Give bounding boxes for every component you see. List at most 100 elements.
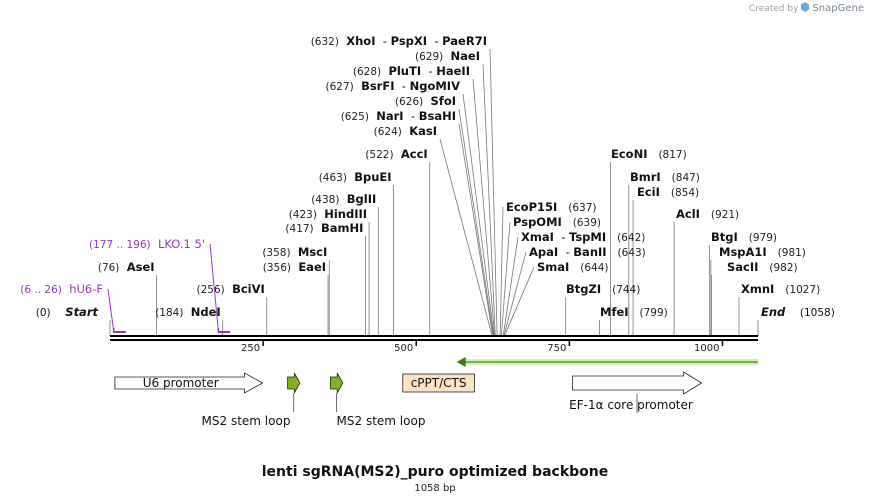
enzyme-name: PspOMI bbox=[513, 215, 562, 229]
site-gap bbox=[661, 170, 672, 184]
site-gap bbox=[774, 282, 785, 296]
enzyme-name: AclI bbox=[676, 207, 700, 221]
site-label: BtgI (979) bbox=[711, 230, 777, 244]
site-position: (1027) bbox=[785, 284, 820, 296]
site-gap bbox=[443, 49, 450, 63]
site-gap bbox=[660, 185, 671, 199]
site-position: (982) bbox=[769, 262, 797, 274]
enzyme-name: HaeII bbox=[436, 64, 470, 78]
site-position: (358) bbox=[262, 247, 290, 259]
site-position: (423) bbox=[289, 209, 317, 221]
site-line bbox=[500, 221, 511, 337]
tick-label: 250 bbox=[241, 343, 260, 354]
site-label: SacII (982) bbox=[727, 260, 798, 274]
enzyme-name: PluTI bbox=[388, 64, 421, 78]
enzyme-name: MspA1I bbox=[719, 245, 767, 259]
site-gap bbox=[183, 305, 190, 319]
primer-label: (177 .. 196) LKO.1 5' bbox=[89, 237, 205, 251]
site-label: (463) BpuEI bbox=[319, 170, 392, 184]
feature-arrow bbox=[114, 372, 264, 394]
site-position: (643) bbox=[618, 247, 646, 259]
start-name: Start bbox=[65, 305, 98, 319]
snapgene-logo-icon bbox=[800, 2, 810, 15]
site-line bbox=[458, 123, 494, 337]
enzyme-name: BciVI bbox=[232, 282, 265, 296]
site-label: (625) NarI - BsaHI bbox=[341, 109, 456, 123]
site-line bbox=[482, 63, 496, 337]
map-length: 1058 bp bbox=[414, 483, 455, 494]
site-label: AclI (921) bbox=[676, 207, 739, 221]
site-position: (637) bbox=[568, 202, 596, 214]
site-position: (256) bbox=[197, 284, 225, 296]
site-position: (184) bbox=[155, 307, 183, 319]
site-gap bbox=[629, 305, 640, 319]
site-label: (76) AseI bbox=[98, 260, 155, 274]
site-gap bbox=[314, 221, 321, 235]
site-label: (632) XhoI - PspXI - PaeR7I bbox=[311, 34, 487, 48]
enzyme-name: BmrI bbox=[630, 170, 661, 184]
site-label: (628) PluTI - HaeII bbox=[353, 64, 470, 78]
site-line bbox=[503, 251, 527, 337]
site-label: (624) KasI bbox=[374, 124, 437, 138]
site-label: (184) NdeI bbox=[155, 305, 220, 319]
site-position: (629) bbox=[415, 51, 443, 63]
enzyme-name: BtgI bbox=[711, 230, 738, 244]
site-position: (624) bbox=[374, 126, 402, 138]
enzyme-name: ApaI bbox=[529, 245, 558, 259]
site-separator: - bbox=[394, 79, 409, 93]
tick-label: 1000 bbox=[694, 343, 719, 354]
site-gap bbox=[700, 207, 711, 221]
enzyme-name: EcoNI bbox=[611, 147, 647, 161]
site-gap bbox=[767, 245, 778, 259]
site-label: EcoNI (817) bbox=[611, 147, 687, 161]
enzyme-name: PspXI bbox=[391, 34, 427, 48]
site-position: (438) bbox=[311, 194, 339, 206]
enzyme-name: SfoI bbox=[431, 94, 456, 108]
site-separator: - bbox=[404, 109, 419, 123]
site-gap bbox=[758, 260, 769, 274]
site-gap bbox=[51, 305, 66, 319]
site-label: (438) BglII bbox=[311, 192, 376, 206]
enzyme-name: PaeR7I bbox=[442, 34, 487, 48]
site-label: MspA1I (981) bbox=[719, 245, 806, 259]
enzyme-name: NdeI bbox=[191, 305, 221, 319]
enzyme-name: TspMI bbox=[569, 230, 606, 244]
enzyme-name: SmaI bbox=[537, 260, 569, 274]
site-position: (642) bbox=[617, 232, 645, 244]
site-position: (799) bbox=[640, 307, 668, 319]
enzyme-name: MscI bbox=[298, 245, 327, 259]
enzyme-name: EaeI bbox=[298, 260, 326, 274]
site-label: EcoP15I (637) bbox=[506, 200, 597, 214]
site-label: (256) BciVI bbox=[197, 282, 265, 296]
site-gap bbox=[785, 305, 800, 319]
enzyme-name: XhoI bbox=[346, 34, 375, 48]
site-position: (979) bbox=[749, 232, 777, 244]
start-position: (0) bbox=[36, 307, 51, 319]
enzyme-name: SacII bbox=[727, 260, 758, 274]
enzyme-name: BsaHI bbox=[419, 109, 456, 123]
site-position: (744) bbox=[612, 284, 640, 296]
site-line bbox=[489, 48, 498, 337]
enzyme-name: BanII bbox=[573, 245, 606, 259]
site-gap bbox=[317, 207, 324, 221]
start-label: (0) Start bbox=[36, 305, 99, 319]
feature-label: MS2 stem loop bbox=[337, 414, 426, 428]
site-separator: - bbox=[375, 34, 390, 48]
site-separator: - bbox=[558, 245, 573, 259]
enzyme-name: BtgZI bbox=[566, 282, 601, 296]
site-gap bbox=[562, 215, 573, 229]
site-label: (356) EaeI bbox=[263, 260, 326, 274]
primers: (6 .. 26) hU6-F(177 .. 196) LKO.1 5' bbox=[20, 237, 231, 333]
site-position: (463) bbox=[319, 172, 347, 184]
enzyme-name: AccI bbox=[401, 147, 428, 161]
credit-text: Created by bbox=[748, 3, 799, 14]
enzyme-name: NgoMIV bbox=[410, 79, 460, 93]
site-gap bbox=[339, 192, 346, 206]
enzyme-name: EciI bbox=[637, 185, 660, 199]
site-gap bbox=[423, 94, 430, 108]
site-label: (626) SfoI bbox=[395, 94, 456, 108]
site-separator: - bbox=[427, 34, 442, 48]
site-label: XmaI - TspMI (642) bbox=[521, 230, 645, 244]
site-position: (644) bbox=[580, 262, 608, 274]
site-position: (522) bbox=[365, 149, 393, 161]
